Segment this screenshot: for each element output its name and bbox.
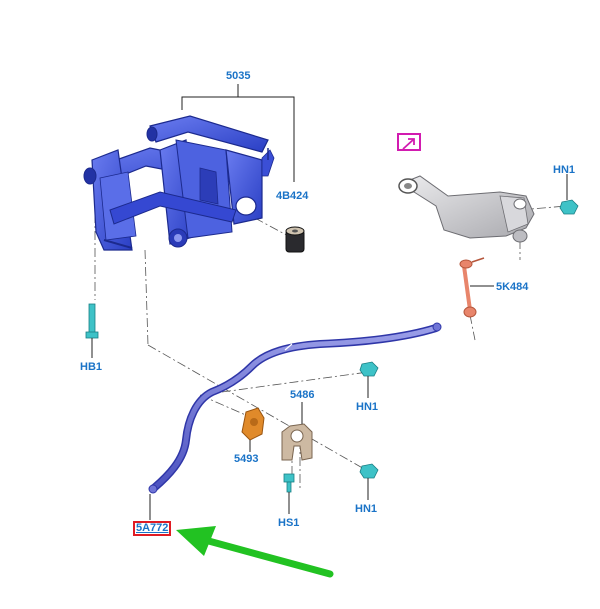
callout-stabilizer-bushing[interactable]: 5493 — [234, 453, 259, 465]
stabilizer-bushing-5493 — [241, 407, 265, 452]
green-arrow-icon — [176, 526, 334, 578]
callout-clamp-bracket[interactable]: 5486 — [290, 389, 315, 401]
bolt-HB1 — [85, 303, 99, 358]
callout-frame-bushing[interactable]: 4B424 — [276, 190, 309, 202]
frame-bushing-4B424 — [285, 226, 305, 253]
nut-HN1-bottom — [359, 463, 379, 500]
external-link-icon — [402, 138, 415, 150]
screw-HS1 — [283, 473, 295, 514]
callout-nut-top-right[interactable]: HN1 — [553, 164, 576, 176]
clamp-bracket-5486 — [281, 402, 313, 461]
nut-HN1-top — [559, 174, 579, 215]
callout-bolt-hb1[interactable]: HB1 — [80, 361, 103, 373]
callout-frame[interactable]: 5035 — [226, 70, 251, 82]
nut-HN1-mid — [359, 361, 379, 398]
callout-stabilizer-bar[interactable]: 5A772 — [133, 521, 172, 536]
subframe-5035 — [83, 115, 275, 251]
stabilizer-bar-5A772 — [148, 322, 442, 520]
callout-screw-hs1[interactable]: HS1 — [278, 517, 300, 529]
knuckle-link-button[interactable] — [397, 133, 421, 151]
stabilizer-link-5K484 — [459, 257, 494, 318]
callout-nut-mid[interactable]: HN1 — [356, 401, 379, 413]
callout-stabilizer-bar-text: 5A772 — [136, 522, 169, 534]
leader-5035 — [181, 84, 295, 182]
callout-nut-bottom-right[interactable]: HN1 — [355, 503, 378, 515]
callout-stabilizer-link[interactable]: 5K484 — [496, 281, 529, 293]
steering-knuckle — [398, 175, 535, 243]
